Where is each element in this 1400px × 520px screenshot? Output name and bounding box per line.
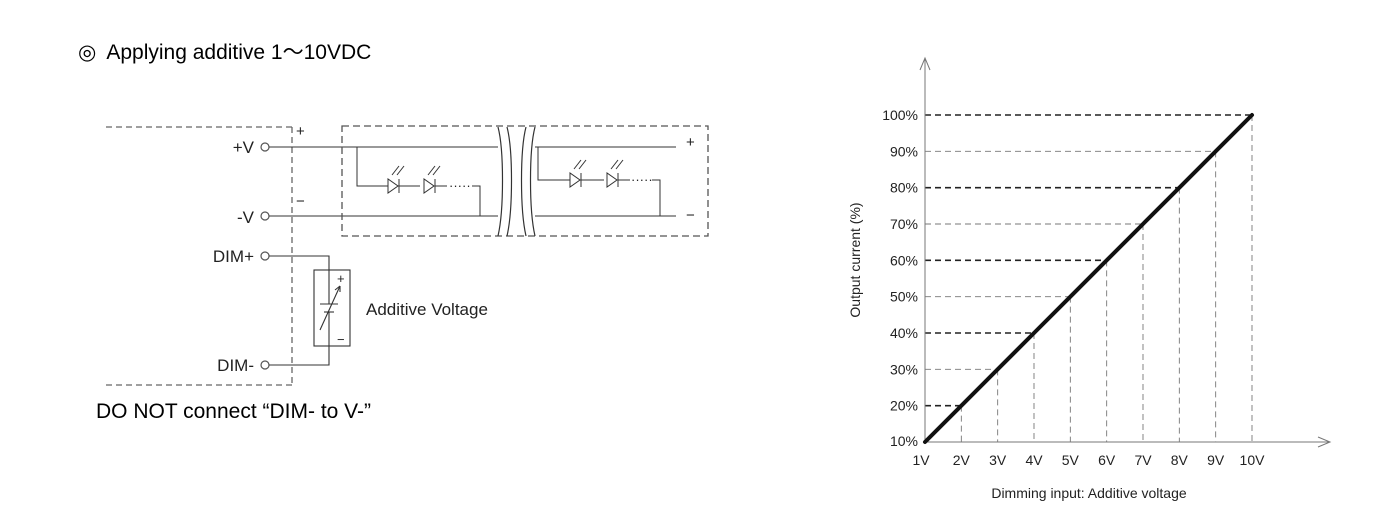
source-plus-sign: + bbox=[337, 271, 345, 286]
terminal-dim-minus: DIM- bbox=[217, 356, 254, 375]
load-minus-sign: − bbox=[686, 207, 695, 224]
y-tick-label: 80% bbox=[890, 180, 918, 196]
data-point bbox=[1105, 258, 1109, 262]
dimming-curve-chart: 1V 2V 3V 4V 5V 6V 7V 8V 9V 10V 10% 20% 30% 40% 50% 60%… bbox=[847, 56, 1332, 501]
y-tick-label: 30% bbox=[890, 361, 918, 377]
chart-line bbox=[923, 113, 1254, 444]
y-tick-labels: 10% 20% 30% 40% 50% 60% 70% 80% 90% 100% bbox=[882, 107, 918, 449]
data-point bbox=[1141, 222, 1145, 226]
terminal-circles bbox=[260, 142, 270, 370]
x-tick-label: 5V bbox=[1062, 452, 1080, 468]
led-diode-icon bbox=[387, 165, 447, 194]
terminal-v-plus: +V bbox=[233, 138, 255, 157]
section-heading: ◎ Applying additive 1～10VDC bbox=[78, 36, 371, 66]
data-point bbox=[1250, 113, 1254, 117]
x-tick-label: 1V bbox=[912, 452, 930, 468]
data-point bbox=[996, 367, 1000, 371]
data-point bbox=[923, 440, 927, 444]
x-axis-title: Dimming input: Additive voltage bbox=[991, 485, 1187, 501]
x-tick-label: 6V bbox=[1098, 452, 1116, 468]
driver-plus-sign: + bbox=[296, 123, 305, 140]
source-minus-sign: − bbox=[337, 332, 345, 347]
y-axis-title: Output current (%) bbox=[847, 202, 863, 317]
x-tick-label: 3V bbox=[989, 452, 1007, 468]
x-tick-labels: 1V 2V 3V 4V 5V 6V 7V 8V 9V 10V bbox=[912, 452, 1265, 468]
dimming-curve-line bbox=[923, 113, 1254, 444]
y-tick-label: 50% bbox=[890, 289, 918, 305]
x-axis-arrow-icon bbox=[1317, 436, 1332, 448]
x-tick-label: 2V bbox=[953, 452, 971, 468]
y-tick-label: 60% bbox=[890, 252, 918, 268]
cable-break-icon bbox=[497, 126, 536, 237]
led-chain-ellipsis-1: ····· bbox=[449, 178, 471, 193]
y-tick-label: 90% bbox=[890, 143, 918, 159]
heading-text: Applying additive 1～10VDC bbox=[106, 41, 372, 64]
led-diode-icon bbox=[569, 159, 630, 188]
data-point bbox=[1068, 295, 1072, 299]
additive-voltage-source bbox=[269, 255, 351, 366]
driver-minus-sign: − bbox=[296, 193, 305, 210]
x-tick-label: 10V bbox=[1240, 452, 1266, 468]
x-tick-label: 4V bbox=[1025, 452, 1043, 468]
y-tick-label: 40% bbox=[890, 325, 918, 341]
y-axis-arrow-icon bbox=[919, 56, 931, 71]
led-load-box bbox=[341, 125, 709, 237]
chart-grid bbox=[925, 114, 1253, 442]
terminal-v-minus: -V bbox=[237, 208, 255, 227]
led-chain-ellipsis-2: ····· bbox=[631, 172, 653, 187]
y-tick-label: 20% bbox=[890, 398, 918, 414]
double-circle-bullet-icon: ◎ bbox=[78, 41, 97, 64]
x-tick-label: 8V bbox=[1171, 452, 1189, 468]
y-tick-label: 70% bbox=[890, 216, 918, 232]
data-point bbox=[1177, 186, 1181, 190]
data-point bbox=[1214, 149, 1218, 153]
load-plus-sign: + bbox=[686, 134, 695, 151]
x-tick-label: 7V bbox=[1134, 452, 1152, 468]
additive-voltage-label: Additive Voltage bbox=[366, 300, 488, 319]
x-tick-label: 9V bbox=[1207, 452, 1225, 468]
y-tick-label: 10% bbox=[890, 433, 918, 449]
data-point bbox=[1032, 331, 1036, 335]
y-tick-label: 100% bbox=[882, 107, 918, 123]
output-wires bbox=[269, 146, 676, 217]
chart-axes bbox=[919, 56, 1332, 448]
terminal-dim-plus: DIM+ bbox=[213, 247, 254, 266]
warning-note: DO NOT connect “DIM- to V-” bbox=[96, 400, 371, 423]
wiring-diagram: +V -V DIM+ DIM- + − + − ····· bbox=[106, 123, 709, 386]
driver-outline bbox=[106, 126, 293, 386]
data-point bbox=[959, 404, 963, 408]
